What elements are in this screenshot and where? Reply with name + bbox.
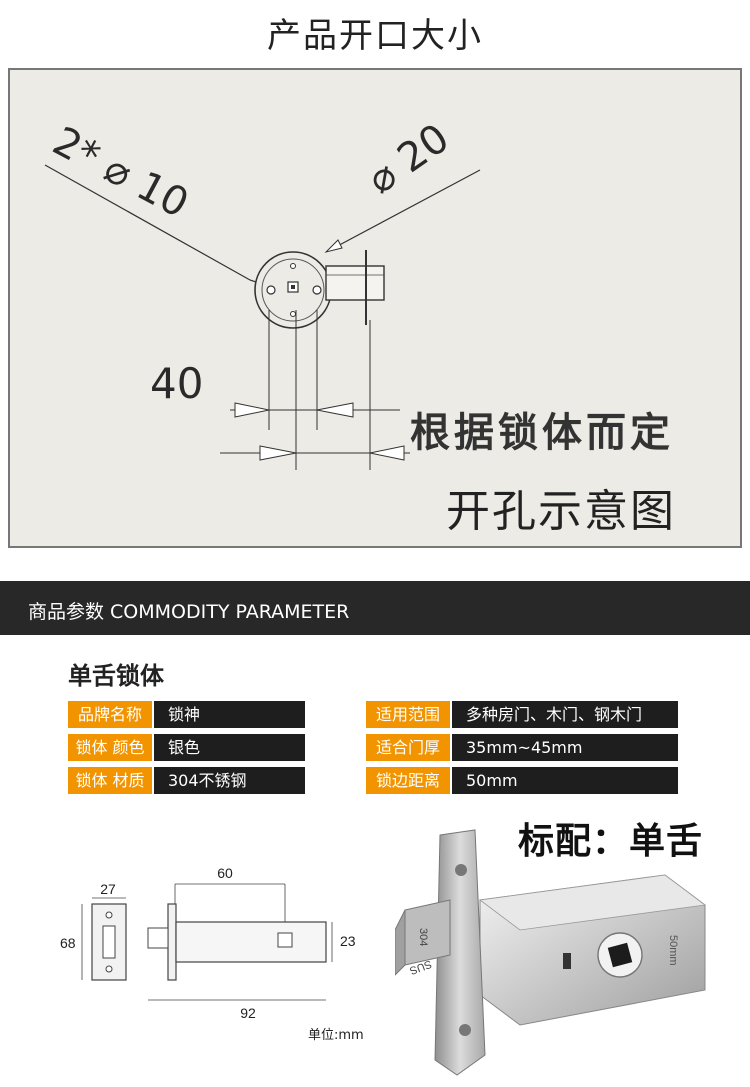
spec-row: 锁体 材质 304不锈钢 [68, 767, 305, 794]
hole-diagram-drawing: 2* ⌀ 10 ⌀ 20 40 [44, 115, 481, 470]
lock-dimension-drawing: 27 68 60 23 92 [60, 865, 356, 1021]
spec-label: 适用范围 [366, 701, 450, 728]
spec-value: 锁神 [154, 701, 305, 728]
spec-label: 适合门厚 [366, 734, 450, 761]
parameter-section-label: 商品参数 COMMODITY PARAMETER [28, 601, 350, 623]
product-name: 单舌锁体 [68, 662, 164, 690]
unit-label: 单位:mm [308, 1028, 364, 1043]
spec-label: 锁边距离 [366, 767, 450, 794]
spec-label: 品牌名称 [68, 701, 152, 728]
spec-value: 银色 [154, 734, 305, 761]
parameter-section-bar: 商品参数 COMMODITY PARAMETER [0, 581, 750, 635]
spec-value: 304不锈钢 [154, 767, 305, 794]
engrave-50mm: 50mm [667, 935, 679, 966]
spec-label: 锁体 颜色 [68, 734, 152, 761]
spec-row: 适用范围 多种房门、木门、钢木门 [366, 701, 678, 728]
dim-92-label: 92 [240, 1005, 256, 1021]
spec-value: 多种房门、木门、钢木门 [452, 701, 678, 728]
dim-label-left: 2* ⌀ 10 [45, 118, 195, 227]
engrave-304: 304 [417, 928, 429, 946]
diagram-note: 根据锁体而定 [410, 410, 674, 456]
dim-27-label: 27 [100, 881, 116, 897]
spec-row: 品牌名称 锁神 [68, 701, 305, 728]
diagram-caption: 开孔示意图 [446, 486, 676, 537]
hole-diagram: 2* ⌀ 10 ⌀ 20 40 根据锁体而定 开孔示意图 [8, 68, 742, 548]
spec-value: 50mm [452, 767, 678, 794]
dim-23-label: 23 [340, 933, 356, 949]
spec-row: 适合门厚 35mm~45mm [366, 734, 678, 761]
dim-label-bottom: 40 [150, 359, 203, 408]
standard-config-label: 标配：单舌 [518, 821, 704, 862]
dim-60-label: 60 [217, 865, 233, 881]
dim-68-label: 68 [60, 935, 76, 951]
spec-label: 锁体 材质 [68, 767, 152, 794]
lock-product-photo: 304 SUS 50mm [395, 829, 707, 1076]
spec-row: 锁边距离 50mm [366, 767, 678, 794]
spec-row: 锁体 颜色 银色 [68, 734, 305, 761]
page-title: 产品开口大小 [267, 16, 483, 56]
spec-value: 35mm~45mm [452, 734, 678, 761]
